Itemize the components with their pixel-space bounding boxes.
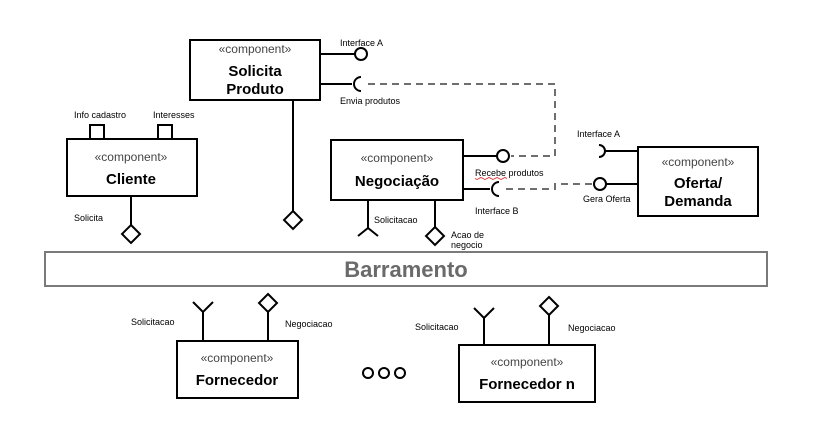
oferta-demanda-box xyxy=(637,146,759,217)
recebe-produtos-lollipop xyxy=(496,149,510,163)
solicitacao-fork-port xyxy=(357,226,379,237)
info-cadastro-port xyxy=(89,124,105,140)
component-fornecedor-n: «component» Fornecedor n Solicitacao Neg… xyxy=(415,295,616,403)
component-name: Fornecedor xyxy=(196,372,279,389)
component-name-line1: Oferta/ xyxy=(674,175,723,192)
solicita-produto-box xyxy=(189,39,321,101)
solicitacao-label: Solicitacao xyxy=(415,322,459,332)
spellcheck-underline xyxy=(474,177,508,180)
dependency-interface-b-gera-oferta xyxy=(506,183,594,190)
recebe-produtos-label: Recebe produtos xyxy=(475,168,544,178)
interface-b-socket xyxy=(491,181,500,197)
interface-b-label: Interface B xyxy=(475,206,519,216)
negociacao-label: Negociacao xyxy=(568,323,616,333)
info-cadastro-label: Info cadastro xyxy=(74,110,126,120)
envia-produtos-label: Envia produtos xyxy=(340,96,401,106)
component-name: Fornecedor n xyxy=(479,376,575,393)
ellipsis-dot xyxy=(378,367,390,379)
acao-de-label: Acao de xyxy=(451,230,484,240)
stereotype-label: «component» xyxy=(219,42,292,56)
stereotype-label: «component» xyxy=(491,355,564,369)
interface-a-lollipop xyxy=(354,47,368,61)
interesses-port xyxy=(157,124,173,140)
component-cliente: «component» Cliente Info cadastro Intere… xyxy=(66,110,198,245)
solicita-label: Solicita xyxy=(74,213,103,223)
component-name-line1: Solicita xyxy=(228,63,282,80)
component-name-line2: Produto xyxy=(226,81,284,98)
fornecedor-box xyxy=(176,340,299,399)
envia-produtos-socket xyxy=(353,76,362,92)
component-name: Cliente xyxy=(106,171,156,188)
ellipsis-dot xyxy=(362,367,374,379)
negociacao-label: Negociacao xyxy=(285,319,333,329)
stereotype-label: «component» xyxy=(361,151,434,165)
negociacao-diamond-port xyxy=(257,292,279,314)
solicitacao-label: Solicitacao xyxy=(374,215,418,225)
interface-a-label: Interface A xyxy=(340,38,383,48)
dependency-envia-recebe xyxy=(368,83,556,157)
bus-label: Barramento xyxy=(344,257,467,282)
bus-bar xyxy=(44,251,768,287)
negocio-label: negocio xyxy=(451,240,483,250)
component-solicita-produto: «component» Solicita Produto Interface A… xyxy=(189,38,401,231)
interesses-label: Interesses xyxy=(153,110,195,120)
negociacao-diamond-port xyxy=(538,295,560,317)
cliente-diamond-port xyxy=(120,223,142,245)
ellipsis-more-suppliers xyxy=(362,367,406,379)
acao-negocio-diamond-port xyxy=(424,225,446,247)
solicitacao-fork-port xyxy=(473,307,495,320)
component-name: Negociação xyxy=(355,173,439,190)
stereotype-label: «component» xyxy=(662,155,735,169)
ellipsis-dot xyxy=(394,367,406,379)
solicitacao-label: Solicitacao xyxy=(131,317,175,327)
component-negociacao: «component» Negociação Recebe produtos I… xyxy=(330,139,544,250)
component-oferta-demanda: «component» Oferta/ Demanda Interface A … xyxy=(577,129,759,217)
stereotype-label: «component» xyxy=(95,150,168,164)
solicita-produto-diamond-port xyxy=(282,209,304,231)
cliente-box xyxy=(66,138,198,197)
gera-oferta-label: Gera Oferta xyxy=(583,194,631,204)
stereotype-label: «component» xyxy=(201,351,274,365)
negociacao-box xyxy=(330,139,464,201)
barramento-bus: Barramento xyxy=(44,251,768,287)
interface-a-right-label: Interface A xyxy=(577,129,620,139)
component-fornecedor: «component» Fornecedor Solicitacao Negoc… xyxy=(131,292,333,399)
fornecedor-n-box xyxy=(458,344,596,403)
gera-oferta-lollipop xyxy=(593,177,607,191)
component-name-line2: Demanda xyxy=(664,193,732,210)
solicitacao-fork-port xyxy=(192,301,214,314)
